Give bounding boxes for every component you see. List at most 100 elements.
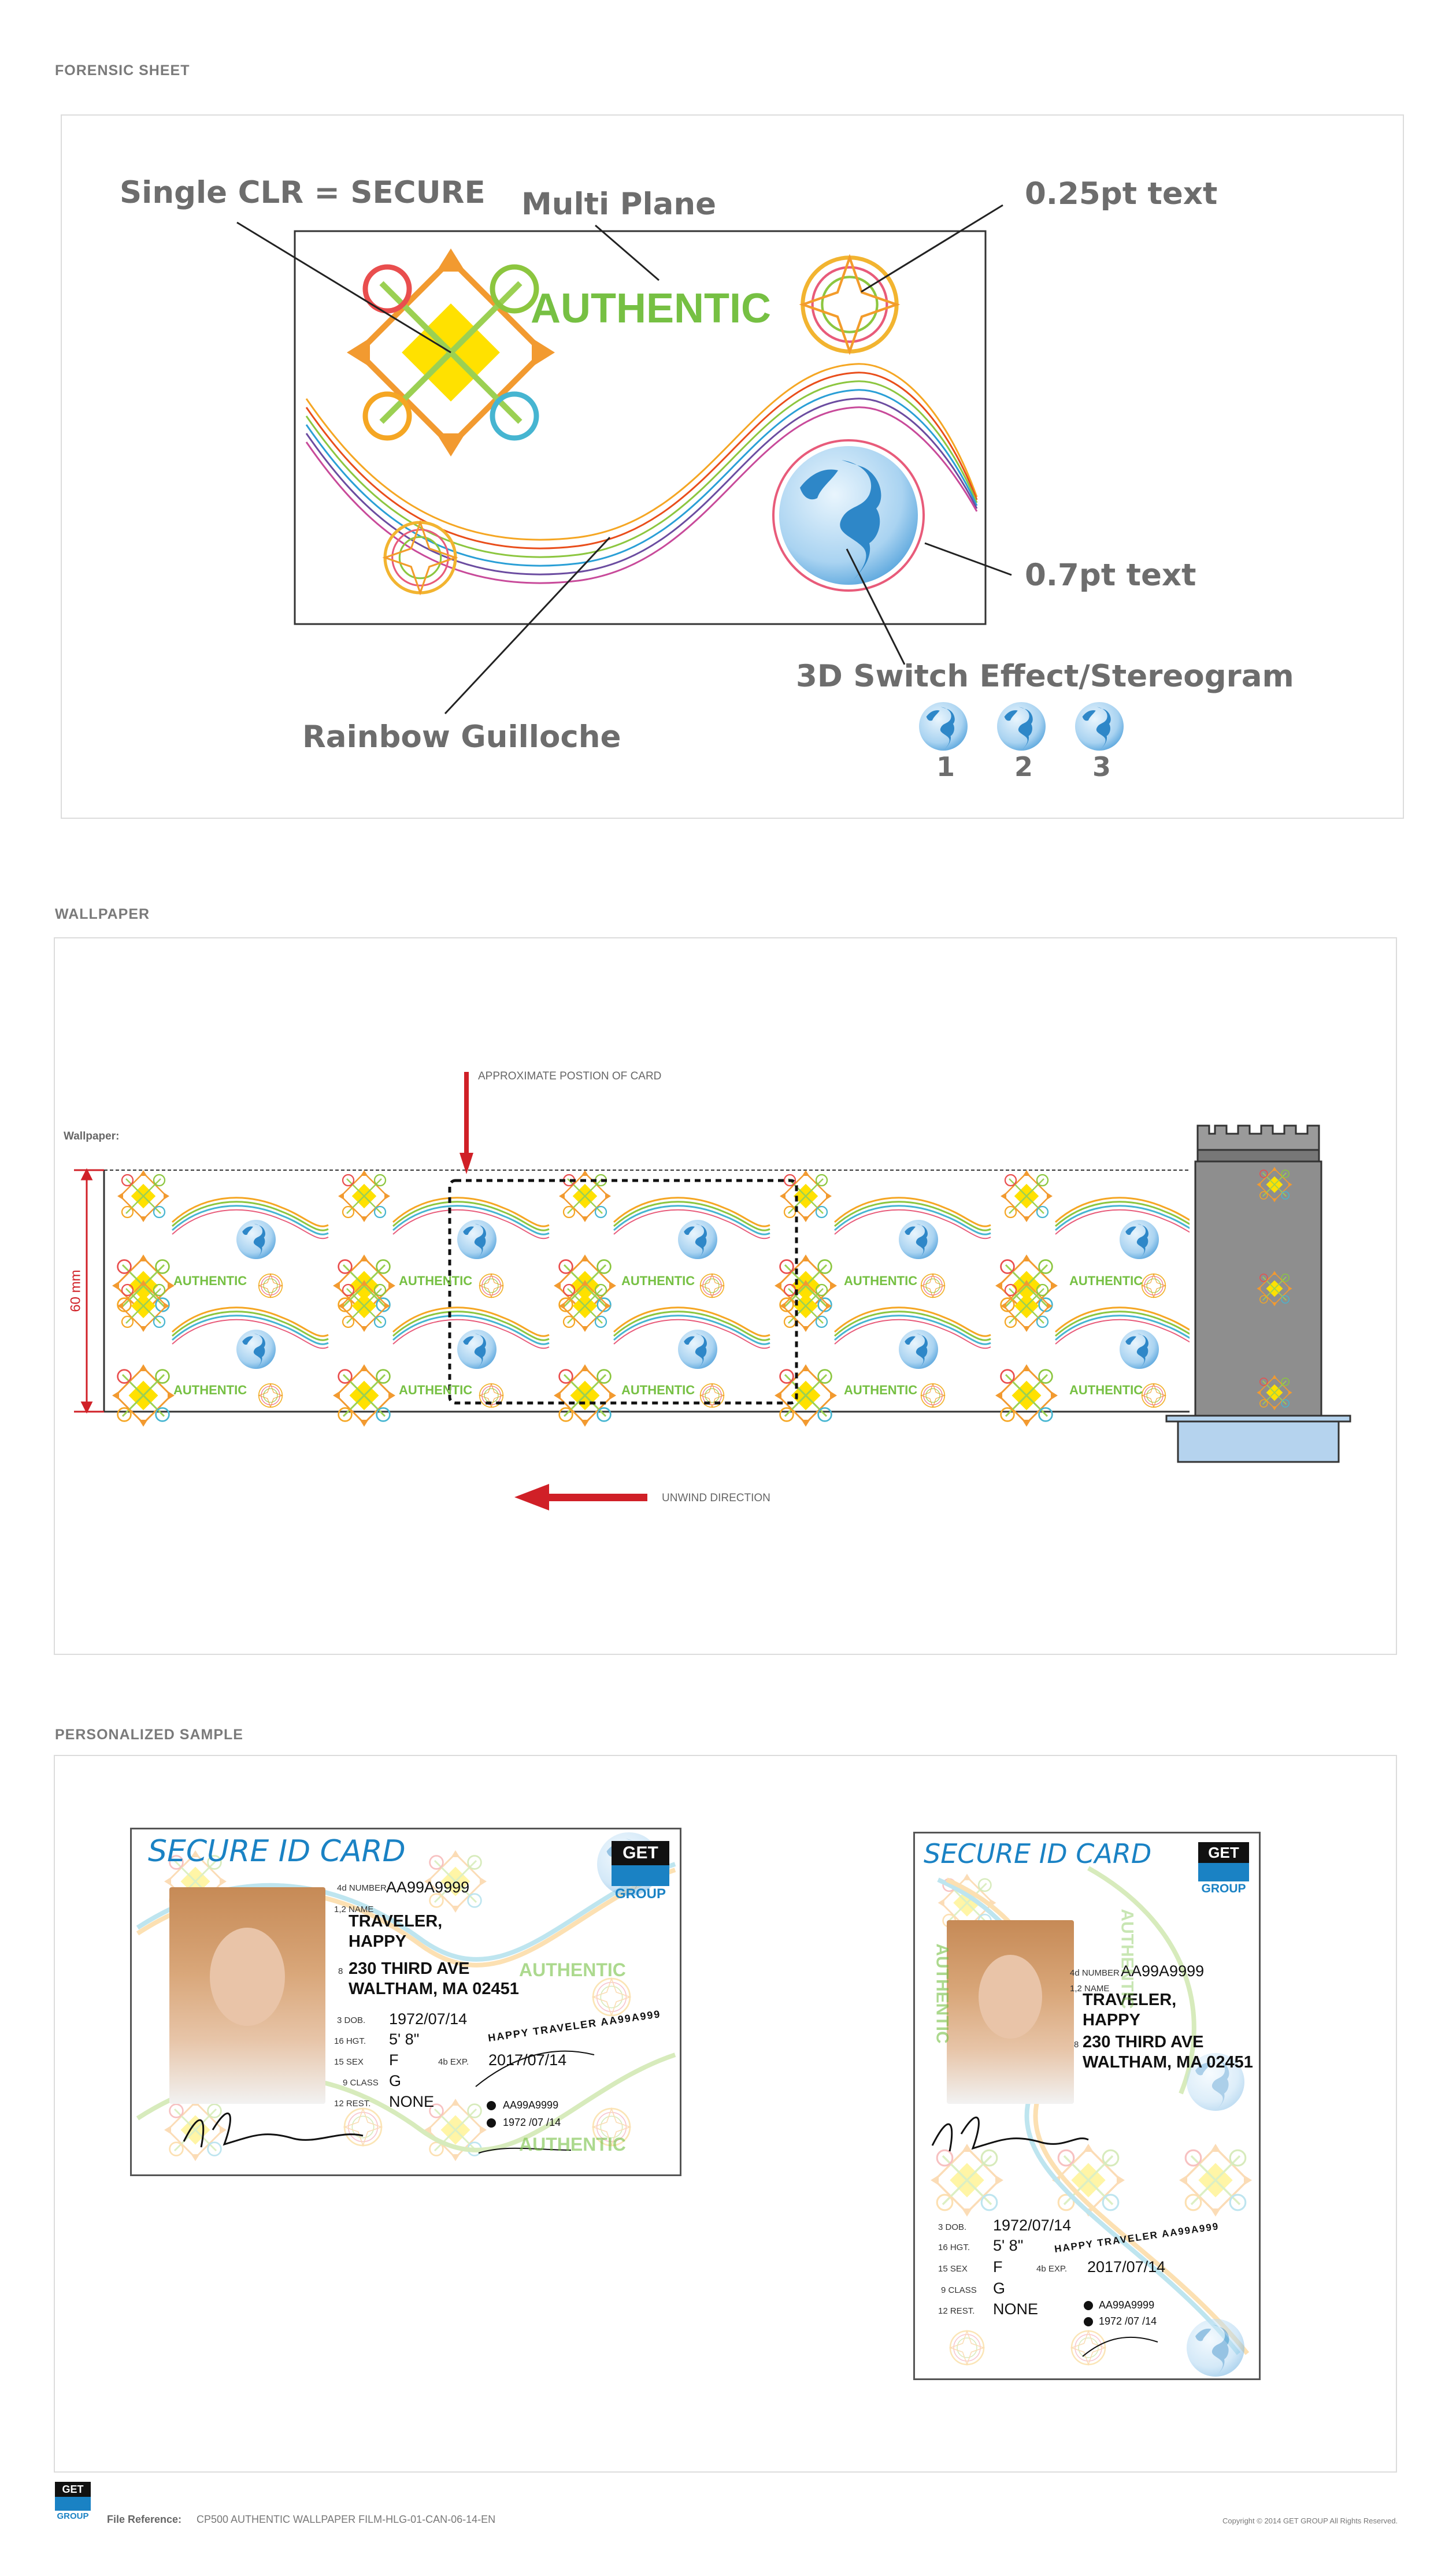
- card-v-number-label: 4d NUMBER: [1070, 1968, 1120, 1978]
- card-h-address-2: WALTHAM, MA 02451: [349, 1980, 519, 1998]
- card-h-number-label: 4d NUMBER: [337, 1883, 387, 1893]
- tile-authentic-1: AUTHENTIC: [173, 1274, 247, 1288]
- card-v-photo: [947, 1920, 1074, 2104]
- callout-rainbow-guilloche: Rainbow Guilloche: [302, 719, 621, 755]
- tile-authentic-7: AUTHENTIC: [399, 1383, 473, 1397]
- callout-single-clr: Single CLR = SECURE: [120, 175, 486, 210]
- card-v-dob: 1972/07/14: [993, 2217, 1072, 2234]
- card-v-background: [929, 1866, 1253, 2377]
- globe-icon-2: [997, 702, 1046, 751]
- card-v-small-number: AA99A9999: [1099, 2299, 1155, 2311]
- forensic-diagram: [236, 204, 1124, 751]
- file-reference-value: CP500 AUTHENTIC WALLPAPER FILM-HLG-01-CA…: [197, 2514, 496, 2525]
- wallpaper-diagram: [74, 1072, 1351, 1510]
- card-v-hgt-label: 16 HGT.: [938, 2243, 970, 2252]
- card-h-hgt: 5' 8": [389, 2031, 420, 2048]
- card-h-exp: 2017/07/14: [488, 2051, 567, 2069]
- card-v-number: AA99A9999: [1121, 1962, 1205, 1980]
- card-v-exp-label: 4b EXP.: [1036, 2264, 1068, 2274]
- card-v-name-2: HAPPY: [1083, 2011, 1140, 2029]
- tile-authentic-6: AUTHENTIC: [173, 1383, 247, 1397]
- card-position-arrow: [460, 1072, 473, 1174]
- tile-authentic-3: AUTHENTIC: [621, 1274, 695, 1288]
- card-h-address-label: 8: [338, 1966, 343, 1976]
- card-h-logo-top: GET: [612, 1841, 669, 1865]
- card-v-rest: NONE: [993, 2300, 1039, 2318]
- card-h-name-2: HAPPY: [349, 1932, 406, 1951]
- card-h-authentic: AUTHENTIC: [519, 1959, 626, 1980]
- card-h-address-1: 230 THIRD AVE: [349, 1959, 470, 1978]
- callout-lines: [236, 204, 1012, 715]
- roll-holder: [1165, 1124, 1351, 1463]
- rainbow-guilloche-graphic: [305, 363, 978, 584]
- card-h-logo: GET GROUP: [612, 1841, 669, 1902]
- card-h-rest-label: 12 REST.: [334, 2099, 371, 2109]
- card-v-logo-bottom: GROUP: [1201, 1882, 1246, 1895]
- card-v-rest-label: 12 REST.: [938, 2306, 975, 2316]
- callout-3d-switch: 3D Switch Effect/Stereogram: [796, 659, 1294, 694]
- callout-multi-plane: Multi Plane: [521, 187, 717, 222]
- globe-label-2: 2: [1014, 751, 1033, 782]
- wallpaper-label: Wallpaper:: [64, 1130, 120, 1142]
- card-v-address-2: WALTHAM, MA 02451: [1083, 2053, 1253, 2072]
- card-v-logo-top: GET: [1198, 1842, 1249, 1863]
- card-h-sex: F: [389, 2051, 399, 2069]
- approx-position-label: APPROXIMATE POSTION OF CARD: [478, 1070, 662, 1082]
- card-v-small-dob: 1972 /07 /14: [1099, 2315, 1157, 2327]
- card-h-rest: NONE: [389, 2093, 435, 2110]
- card-h-small-dob: 1972 /07 /14: [503, 2117, 561, 2128]
- section-title-wallpaper: WALLPAPER: [55, 906, 150, 922]
- section-title-forensic: FORENSIC SHEET: [55, 62, 190, 79]
- unwind-direction-label: UNWIND DIRECTION: [662, 1492, 770, 1504]
- card-h-dob: 1972/07/14: [389, 2010, 468, 2028]
- globe-icon-3: [1075, 702, 1124, 751]
- card-v-exp: 2017/07/14: [1087, 2258, 1166, 2276]
- id-card-horizontal: SECURE ID CARD GET GROUP 4d NUMBER AA99A…: [130, 1828, 681, 2176]
- card-v-title: SECURE ID CARD: [924, 1838, 1152, 1869]
- wallpaper-panel: [54, 937, 1397, 1655]
- copyright-text: Copyright © 2014 GET GROUP All Rights Re…: [1222, 2516, 1398, 2525]
- card-v-sex-label: 15 SEX: [938, 2264, 968, 2274]
- tile-authentic-4: AUTHENTIC: [844, 1274, 918, 1288]
- card-v-name-1: TRAVELER,: [1083, 1991, 1177, 2009]
- footer-logo-top: GET: [55, 2482, 91, 2497]
- card-h-small-number: AA99A9999: [503, 2099, 559, 2111]
- globe-icon-1: [919, 702, 968, 751]
- globe-graphic: [779, 446, 918, 585]
- tile-authentic-9: AUTHENTIC: [844, 1383, 918, 1397]
- card-h-title: SECURE ID CARD: [148, 1834, 406, 1869]
- card-h-exp-label: 4b EXP.: [438, 2057, 469, 2067]
- file-reference-label: File Reference:: [107, 2514, 182, 2525]
- footer-logo-bottom: GROUP: [57, 2511, 89, 2521]
- tile-authentic-8: AUTHENTIC: [621, 1383, 695, 1397]
- card-h-logo-bottom: GROUP: [614, 1886, 666, 1902]
- card-h-class: G: [389, 2072, 402, 2089]
- card-h-authentic-bottom: AUTHENTIC: [519, 2134, 626, 2155]
- card-h-name-1: TRAVELER,: [349, 1912, 443, 1931]
- card-v-class: G: [993, 2280, 1006, 2297]
- callout-07pt-text: 0.7pt text: [1025, 558, 1196, 593]
- card-h-name-label: 1,2 NAME: [334, 1905, 374, 1914]
- card-v-authentic-vertical-2: AUTHENTIC: [1117, 1909, 1137, 2009]
- unwind-arrow: [514, 1484, 647, 1510]
- dimension-label: 60 mm: [68, 1270, 84, 1312]
- card-h-number: AA99A9999: [386, 1879, 470, 1896]
- dimension-marker: [74, 1168, 104, 1414]
- microtext-ring: [772, 439, 925, 592]
- card-v-address-1: 230 THIRD AVE: [1083, 2033, 1204, 2051]
- tile-authentic-2: AUTHENTIC: [399, 1274, 473, 1288]
- card-v-dob-label: 3 DOB.: [938, 2222, 967, 2232]
- card-h-hgt-label: 16 HGT.: [334, 2036, 366, 2046]
- card-position-box: [448, 1179, 798, 1405]
- card-h-class-label: 9 CLASS: [343, 2078, 379, 2088]
- card-v-name-label: 1,2 NAME: [1070, 1984, 1110, 1994]
- globe-label-3: 3: [1092, 751, 1111, 782]
- id-card-vertical: SECURE ID CARD GET GROUP 4d NUMBER AA99A…: [913, 1832, 1261, 2380]
- globe-label-1: 1: [936, 751, 955, 782]
- card-h-sex-label: 15 SEX: [334, 2057, 364, 2067]
- tile-authentic-5: AUTHENTIC: [1069, 1274, 1143, 1288]
- section-title-personalized: PERSONALIZED SAMPLE: [55, 1727, 243, 1743]
- card-h-dob-label: 3 DOB.: [337, 2015, 366, 2025]
- tile-authentic-10: AUTHENTIC: [1069, 1383, 1143, 1397]
- callout-025pt-text: 0.25pt text: [1025, 176, 1218, 211]
